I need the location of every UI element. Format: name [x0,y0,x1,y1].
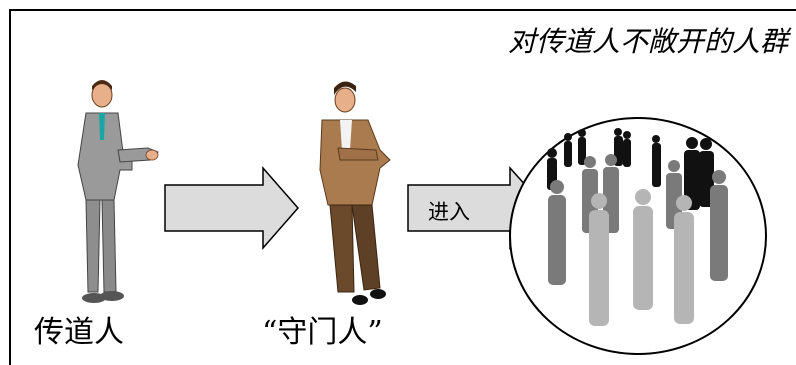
arrow-1 [164,166,299,250]
crowd-circle [509,117,767,355]
gatekeeper-figure [319,81,391,305]
diagram-frame [9,9,796,365]
arrow-label-enter: 进入 [428,200,470,224]
caption-gatekeeper: “守门人” [262,315,383,350]
diagram-title: 对传道人不敞开的人群 [507,25,788,58]
caption-evangelist: 传道人 [34,315,124,350]
businessman-figure [77,80,159,303]
